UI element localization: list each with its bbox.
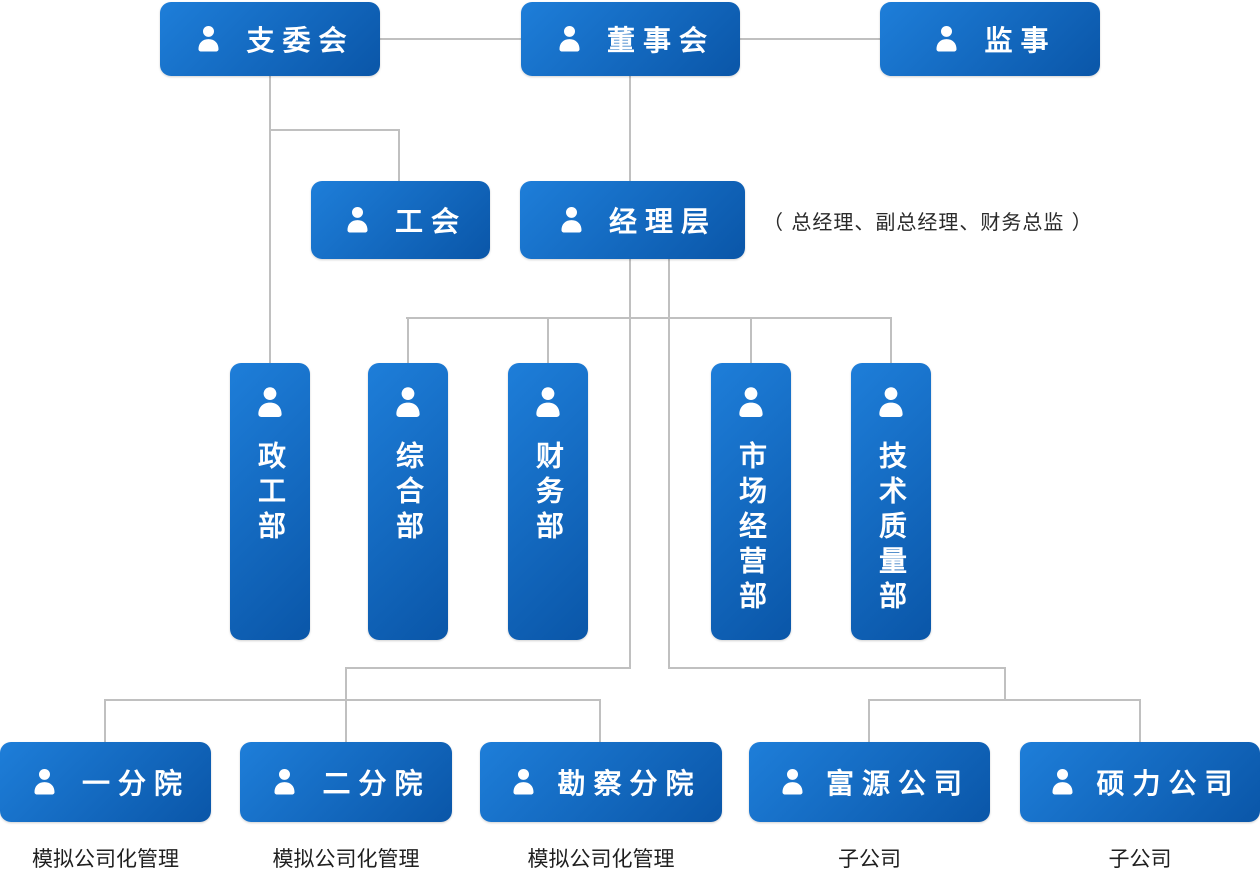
connector-line: [269, 129, 400, 131]
person-icon: [931, 24, 962, 55]
node-gonghui: 工会: [311, 181, 490, 259]
caption-yifenyuan: 模拟公司化管理: [32, 847, 179, 871]
person-icon: [342, 205, 373, 236]
node-erfenyuan: 二分院: [240, 742, 452, 822]
node-label: 二分院: [322, 767, 431, 800]
node-label: 财务部: [532, 441, 565, 546]
connector-line: [406, 317, 892, 319]
person-icon: [29, 767, 60, 798]
person-icon: [193, 24, 224, 55]
connector-line: [380, 38, 521, 40]
person-icon: [530, 385, 566, 421]
connector-line: [547, 317, 549, 363]
connector-line: [668, 259, 670, 668]
caption-fuyuangongsi: 子公司: [838, 847, 901, 871]
node-label: 一分院: [81, 767, 190, 800]
node-zhenggongbu: 政工部: [230, 363, 310, 640]
node-label: 经理层: [608, 205, 717, 238]
node-label: 市场经营部: [735, 441, 768, 616]
connector-line: [1139, 699, 1141, 742]
connector-line: [104, 699, 106, 742]
caption-erfenyuan: 模拟公司化管理: [272, 847, 420, 871]
node-label: 董事会: [606, 24, 715, 57]
connector-line: [599, 699, 601, 742]
connector-line: [346, 667, 631, 669]
connector-line: [269, 76, 271, 363]
node-label: 硕力公司: [1096, 767, 1241, 800]
node-label: 技术质量部: [875, 441, 908, 616]
node-zonghebu: 综合部: [368, 363, 448, 640]
connector-line: [629, 259, 631, 668]
connector-line: [668, 667, 1006, 669]
node-yifenyuan: 一分院: [0, 742, 211, 822]
node-label: 勘察分院: [557, 767, 702, 800]
person-icon: [554, 24, 585, 55]
caption-shuoligongsi: 子公司: [1108, 847, 1172, 871]
person-icon: [390, 385, 426, 421]
person-icon: [733, 385, 769, 421]
node-zhiweihui: 支委会: [160, 2, 380, 76]
connector-line: [750, 317, 752, 363]
node-caiwubu: 财务部: [508, 363, 588, 640]
node-jinglicceng: 经理层: [520, 181, 745, 259]
connector-line: [740, 38, 880, 40]
node-label: 支委会: [246, 24, 355, 57]
node-shichangjingyingbu: 市场经营部: [711, 363, 791, 640]
connector-line: [407, 317, 409, 363]
node-jianshi: 监事: [880, 2, 1100, 76]
node-dongshihui: 董事会: [521, 2, 740, 76]
person-icon: [777, 767, 808, 798]
person-icon: [508, 767, 539, 798]
node-shuoligongsi: 硕力公司: [1020, 742, 1260, 822]
person-icon: [252, 385, 288, 421]
node-label: 综合部: [392, 441, 425, 546]
node-jishuzhiliangbu: 技术质量部: [851, 363, 931, 640]
node-label: 监事: [984, 24, 1057, 57]
connector-line: [890, 317, 892, 363]
node-kanchafenyuan: 勘察分院: [480, 742, 722, 822]
connector-line: [868, 699, 870, 742]
person-icon: [1047, 767, 1078, 798]
node-label: 工会: [394, 205, 467, 238]
person-icon: [873, 385, 909, 421]
caption-kanchafenyuan: 模拟公司化管理: [527, 847, 675, 871]
connector-line: [1004, 667, 1006, 701]
connector-line: [398, 129, 400, 181]
connector-line: [345, 667, 347, 742]
person-icon: [269, 767, 300, 798]
node-label: 富源公司: [825, 767, 970, 800]
node-fuyuangongsi: 富源公司: [749, 742, 990, 822]
node-label: 政工部: [254, 441, 287, 546]
connector-line: [629, 76, 631, 181]
management-annotation: （ 总经理、副总经理、财务总监 ）: [763, 210, 1093, 234]
connector-line: [869, 699, 1141, 701]
person-icon: [556, 205, 587, 236]
connector-line: [105, 699, 601, 701]
